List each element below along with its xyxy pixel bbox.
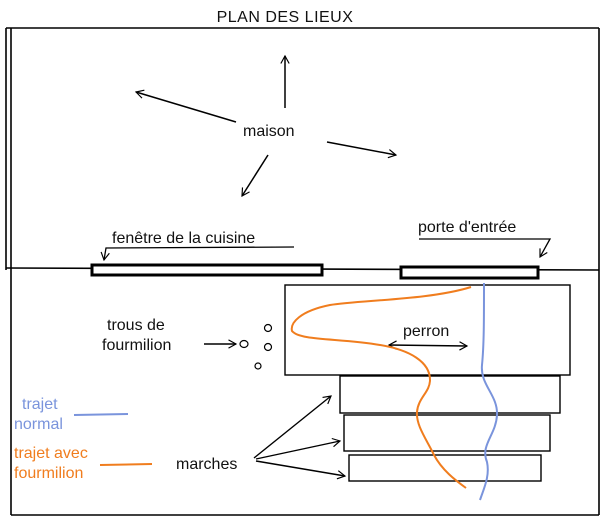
maison-arrows — [134, 54, 398, 198]
legend-normal-line2: normal — [14, 416, 63, 433]
legend-fourmilion-line2: fourmilion — [14, 465, 83, 482]
antlion-hole — [263, 323, 273, 333]
marches-arrows — [253, 395, 347, 480]
perron-platform — [284, 284, 571, 376]
trous-label-line2: fourmilion — [102, 337, 171, 354]
kitchen-window — [90, 263, 324, 277]
trajet-normal-path — [479, 282, 499, 501]
legend-normal-line1: trajet — [22, 396, 58, 413]
outer-frame — [5, 27, 600, 516]
legend: trajet normal trajet avec fourmilion — [14, 396, 153, 482]
front-door — [399, 265, 540, 280]
maison-label: maison — [243, 123, 295, 140]
antlion-hole — [254, 362, 262, 370]
step-3 — [348, 454, 542, 482]
perron-label: perron — [403, 323, 449, 340]
plan-title: PLAN DES LIEUX — [217, 9, 354, 26]
trous-label-line1: trous de — [107, 317, 165, 334]
antlion-hole — [263, 342, 273, 352]
legend-normal-swatch — [73, 413, 129, 416]
antlion-hole — [239, 339, 249, 349]
perron-and-steps — [284, 284, 571, 482]
perron-double-arrow — [387, 340, 469, 351]
step-2 — [343, 414, 551, 452]
trajet-fourmilion-path — [290, 286, 472, 489]
legend-fourmilion-line1: trajet avec — [14, 445, 88, 462]
porte-label: porte d'entrée — [418, 219, 516, 236]
fenetre-pointer — [100, 246, 295, 262]
step-1 — [339, 375, 561, 414]
antlion-holes — [239, 323, 273, 370]
marches-label: marches — [176, 456, 237, 473]
fenetre-label: fenêtre de la cuisine — [112, 230, 255, 247]
legend-fourmilion-swatch — [99, 463, 153, 466]
porte-pointer — [419, 238, 552, 259]
